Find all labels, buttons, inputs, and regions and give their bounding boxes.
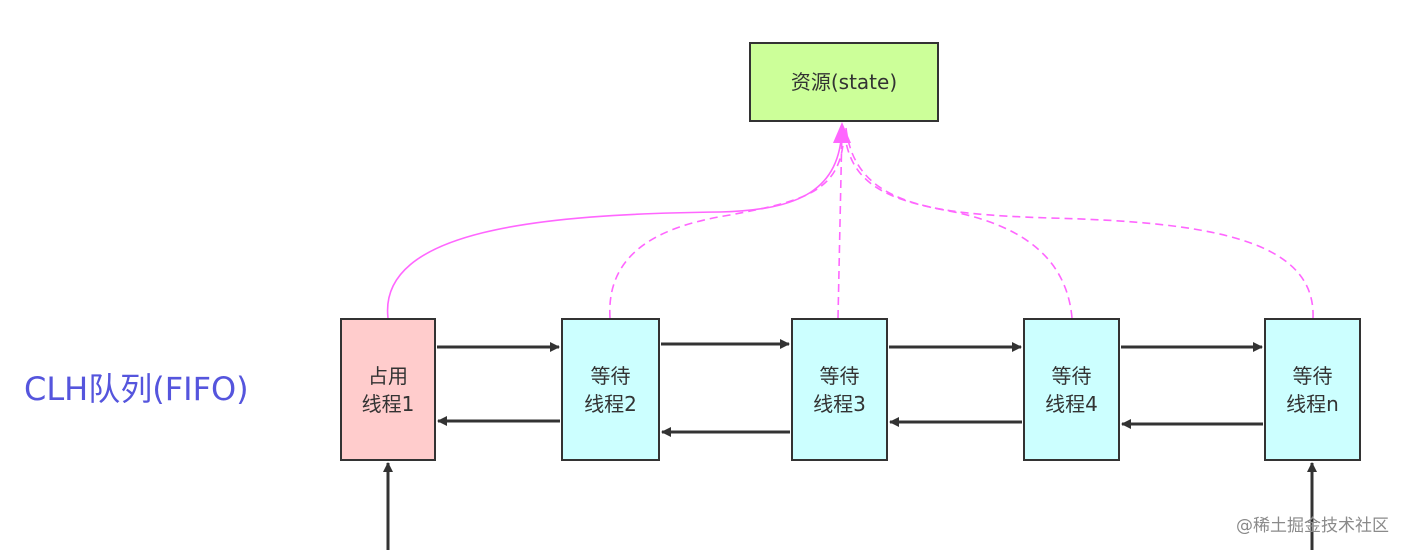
thread-3-name-label: 线程3 (813, 391, 866, 416)
resource-arrowhead (833, 122, 851, 143)
thread-node-n: 等待 线程n (1264, 318, 1361, 461)
thread-1-state-label: 占用 (368, 363, 408, 388)
thread-node-3: 等待 线程3 (791, 318, 888, 461)
thread-1-name-label: 线程1 (361, 391, 415, 416)
resource-links (386, 127, 1314, 319)
thread-4-state-label: 等待 (1051, 363, 1092, 388)
waiter-link-thread-2 (609, 127, 845, 319)
holder-link-thread-1 (386, 127, 843, 319)
resource-label: 资源(state) (790, 70, 898, 94)
thread-node-2: 等待 线程2 (561, 318, 660, 461)
thread-2-state-label: 等待 (590, 363, 631, 388)
thread-n-state-label: 等待 (1292, 363, 1333, 388)
queue-label: CLH队列(FIFO) (24, 370, 249, 408)
thread-3-state-label: 等待 (819, 363, 860, 388)
waiter-link-thread-4 (843, 127, 1073, 319)
thread-n-name-label: 线程n (1286, 391, 1339, 416)
waiter-link-thread-3 (837, 127, 843, 319)
prev-links (437, 416, 1263, 437)
waiter-link-thread-n (845, 127, 1314, 319)
thread-node-1: 占用 线程1 (340, 318, 436, 461)
thread-2-name-label: 线程2 (584, 391, 637, 416)
queue-pointers (383, 462, 1317, 550)
thread-4-name-label: 线程4 (1045, 391, 1098, 416)
next-links (437, 339, 1263, 352)
resource-node: 资源(state) (749, 42, 939, 122)
thread-node-4: 等待 线程4 (1023, 318, 1120, 461)
watermark: @稀土掘金技术社区 (1236, 516, 1389, 536)
